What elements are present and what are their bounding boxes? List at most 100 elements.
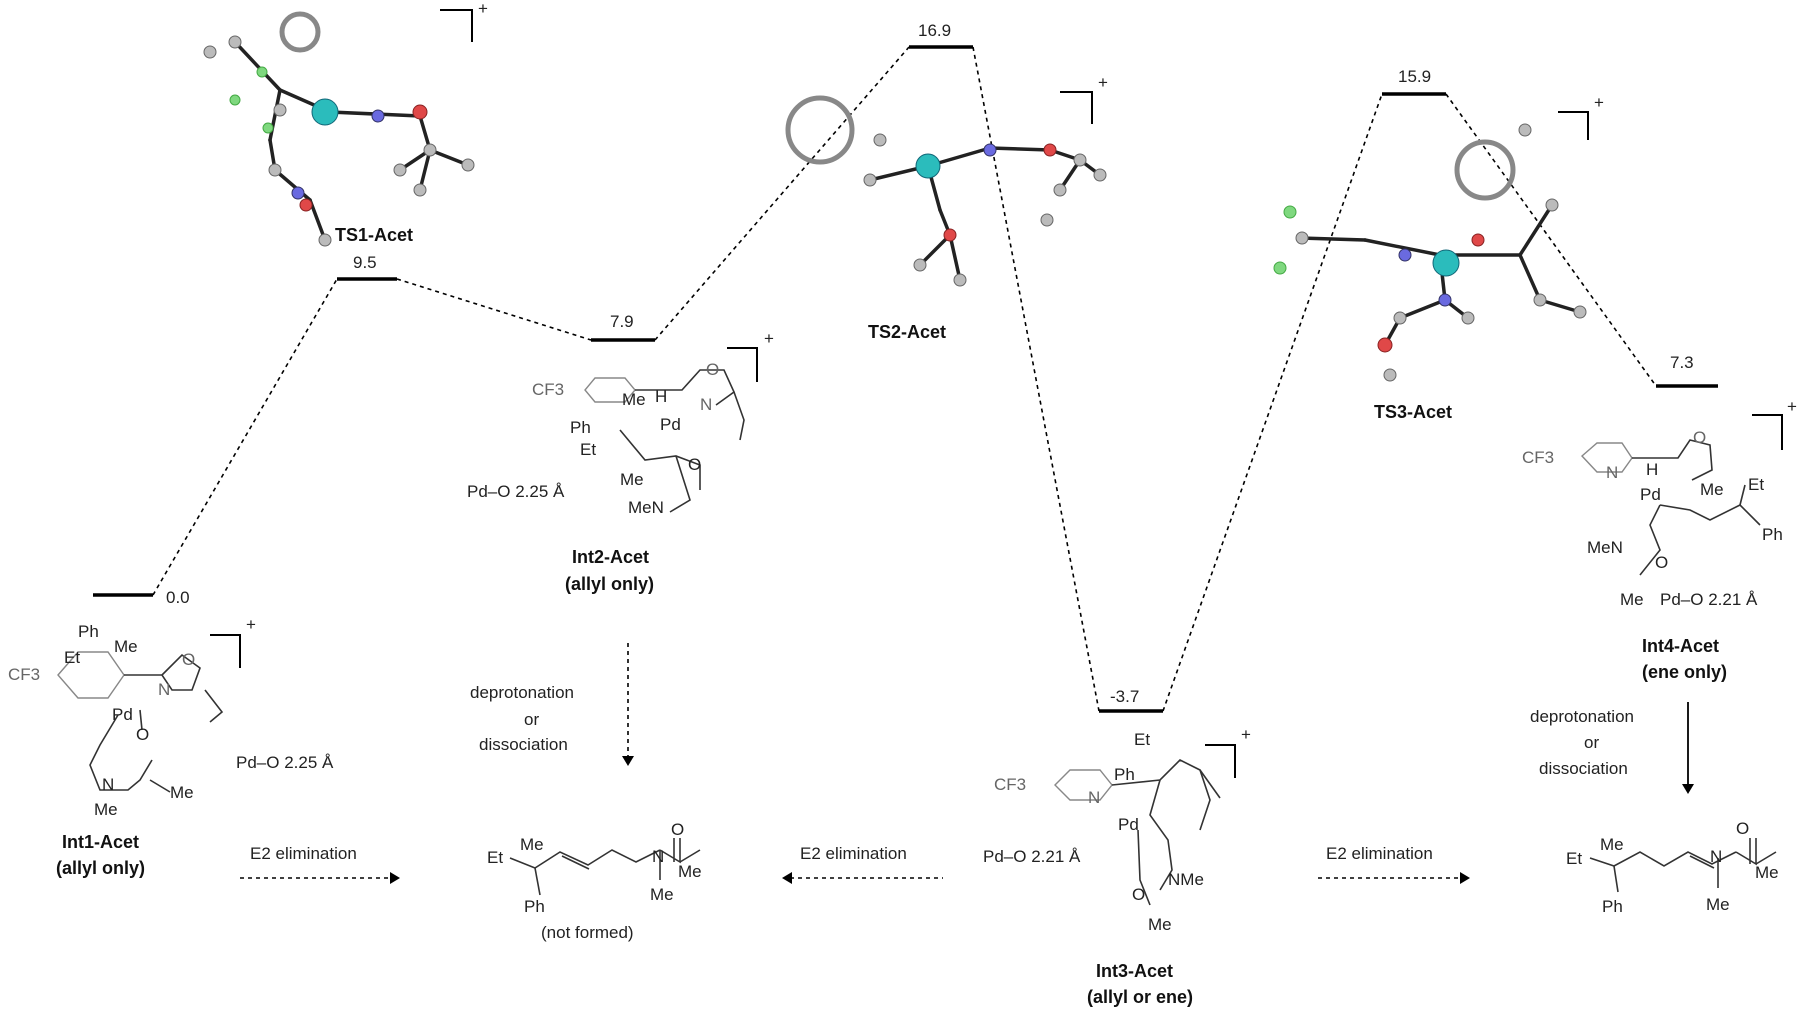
svg-text:Et: Et [64,648,80,667]
int2-distance: Pd–O 2.25 Å [467,482,565,501]
energy-value: 0.0 [166,588,190,607]
ts2-3d-model [785,95,1107,287]
ts2-label: TS2-Acet [868,322,946,342]
svg-text:deprotonation: deprotonation [470,683,574,702]
int1-label: Int1-Acet [62,832,139,852]
svg-text:Ph: Ph [570,418,591,437]
charge-sign: + [1594,93,1604,112]
int1-structure: CF3 Et Ph Me O N Pd O N Me Me [8,622,224,819]
ts3-label: TS3-Acet [1374,402,1452,422]
int1-sublabel: (allyl only) [56,858,145,878]
svg-text:Me: Me [620,470,644,489]
svg-text:dissociation: dissociation [1539,759,1628,778]
energy-value: 15.9 [1398,67,1431,86]
int3-structure: CF3 Et Ph N Pd O NMe Me [994,730,1221,934]
svg-text:Me: Me [1700,480,1724,499]
int3-sublabel: (allyl or ene) [1087,987,1193,1007]
svg-text:Et: Et [580,440,596,459]
svg-text:Me: Me [1600,835,1624,854]
svg-text:Me: Me [1706,895,1730,914]
int4-structure: CF3 N H Pd O Me Et Ph O MeN Me [1522,428,1783,609]
svg-text:Ph: Ph [524,897,545,916]
svg-text:O: O [1655,553,1668,572]
svg-text:N: N [1710,847,1722,866]
svg-text:O: O [1693,428,1706,447]
svg-text:Me: Me [1755,863,1779,882]
int3-distance: Pd–O 2.21 Å [983,847,1081,866]
connector [654,46,910,341]
svg-text:H: H [655,387,667,406]
svg-text:O: O [671,820,684,839]
svg-text:NMe: NMe [1168,870,1204,889]
svg-text:Me: Me [1620,590,1644,609]
charge-bracket [1558,111,1589,140]
energy-value: -3.7 [1110,687,1139,706]
svg-text:CF3: CF3 [994,775,1026,794]
svg-text:Me: Me [520,835,544,854]
charge-sign: + [764,329,774,348]
svg-text:or: or [1584,733,1599,752]
int1-distance: Pd–O 2.25 Å [236,753,334,772]
connector [972,46,1100,712]
charge-bracket [1060,91,1093,124]
connector [152,278,338,596]
svg-text:dissociation: dissociation [479,735,568,754]
svg-text:or: or [524,710,539,729]
arrowhead [1682,784,1694,794]
svg-text:deprotonation: deprotonation [1530,707,1634,726]
svg-text:Me: Me [94,800,118,819]
not-formed-note: (not formed) [541,923,634,942]
charge-sign: + [1241,725,1251,744]
connector [396,278,592,341]
energy-value: 7.9 [610,312,634,331]
svg-text:MeN: MeN [628,498,664,517]
e2-arrow-left: E2 elimination [240,844,400,884]
svg-text:MeN: MeN [1587,538,1623,557]
charge-bracket [727,347,758,382]
svg-text:Et: Et [487,848,503,867]
e2-arrow-right: E2 elimination [1318,844,1470,884]
svg-text:CF3: CF3 [8,665,40,684]
svg-text:Et: Et [1134,730,1150,749]
int4-sublabel: (ene only) [1642,662,1727,682]
svg-text:Ph: Ph [1762,525,1783,544]
charge-sign: + [1098,73,1108,92]
int4-dissociation-step: deprotonation or dissociation [1530,702,1694,794]
charge-bracket [1752,414,1783,450]
ts3-3d-model [1273,123,1587,382]
charge-bracket [1205,744,1236,778]
int2-structure: CF3 Me H Pd O N Ph Et O Me MeN [532,360,745,517]
charge-sign: + [246,615,256,634]
energy-value: 9.5 [353,253,377,272]
svg-text:O: O [182,650,195,669]
energy-profile: 0.0 9.5 7.9 16.9 -3.7 15.9 7.3 [93,21,1718,713]
svg-text:H: H [1646,460,1658,479]
energy-value: 16.9 [918,21,951,40]
svg-text:E2 elimination: E2 elimination [250,844,357,863]
svg-text:O: O [1736,819,1749,838]
svg-text:CF3: CF3 [1522,448,1554,467]
svg-text:Et: Et [1748,475,1764,494]
svg-text:Pd: Pd [112,705,133,724]
svg-text:N: N [158,680,170,699]
e2-arrow-middle: E2 elimination [782,844,943,884]
ts1-label: TS1-Acet [335,225,413,245]
svg-text:CF3: CF3 [532,380,564,399]
svg-text:N: N [102,775,114,794]
energy-value: 7.3 [1670,353,1694,372]
charge-bracket [440,9,473,42]
arrowhead [622,756,634,766]
charge-sign: + [1787,397,1797,416]
svg-text:E2 elimination: E2 elimination [800,844,907,863]
svg-text:Pd: Pd [1118,815,1139,834]
svg-text:Me: Me [622,390,646,409]
ene-product: Et Me Ph N O Me Me [1566,819,1779,916]
svg-text:N: N [1088,788,1100,807]
svg-text:Et: Et [1566,849,1582,868]
svg-text:O: O [1132,885,1145,904]
svg-text:Me: Me [1148,915,1172,934]
svg-text:Ph: Ph [78,622,99,641]
svg-text:N: N [652,847,664,866]
allyl-product: Et Me Ph N O Me Me (not formed) [487,820,702,942]
